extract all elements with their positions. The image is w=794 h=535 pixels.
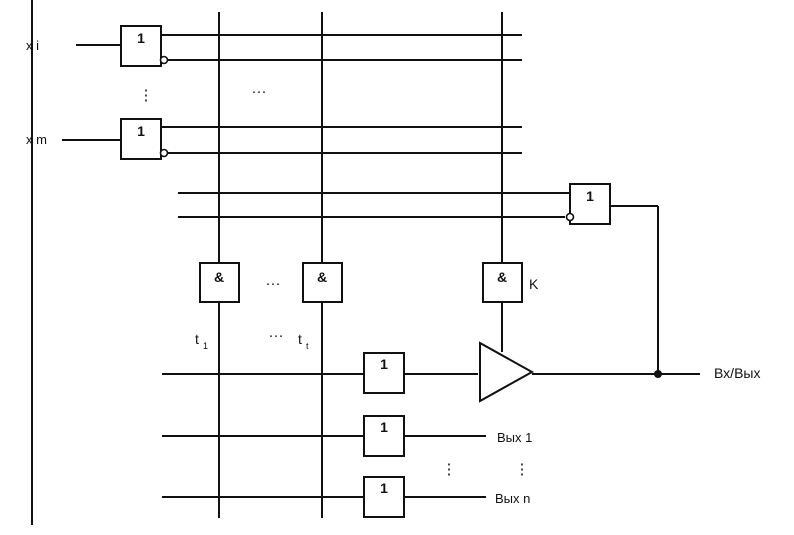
bidir-label: Вх/Вых — [714, 365, 760, 381]
input-m-buffer-gate — [120, 118, 162, 160]
time-last-label: t — [298, 331, 302, 347]
input-1-inverter-bubble — [159, 55, 169, 65]
input-last-label: x m — [26, 132, 47, 147]
feedback-gate — [569, 183, 611, 225]
input-m-inverter-bubble — [159, 148, 169, 158]
time-last-subscript: t — [306, 341, 309, 351]
feedback-junction-dot — [654, 370, 662, 378]
bidir-row-ellipsis: ··· — [269, 365, 284, 382]
out-n-row-ellipsis: ··· — [269, 488, 284, 505]
bidir-row-gate-symbol: 1 — [380, 356, 388, 372]
and-gate-tt-symbol: & — [317, 269, 327, 285]
input-1-gate-symbol: 1 — [137, 30, 145, 46]
and-gate-k-symbol: & — [497, 269, 507, 285]
out-n-gate — [363, 476, 405, 518]
and-gate-tt — [302, 262, 343, 303]
k-label: K — [529, 276, 539, 292]
out-n-gate-symbol: 1 — [380, 480, 388, 496]
time-first-label: t — [195, 331, 199, 347]
bus-horizontal-ellipsis: ··· — [252, 83, 267, 100]
tristate-buffer-triangle — [479, 341, 535, 403]
outputs-vertical-ellipsis-right: ⋮ — [515, 461, 530, 478]
and-gates-ellipsis: ··· — [266, 275, 281, 292]
outputs-vertical-ellipsis-left: ⋮ — [442, 461, 457, 478]
input-first-label: x i — [26, 38, 39, 53]
time-labels-ellipsis: ··· — [269, 327, 284, 344]
bidir-row-gate — [363, 352, 405, 394]
input-m-gate-symbol: 1 — [137, 123, 145, 139]
out-1-gate — [363, 415, 405, 457]
and-gate-t1-symbol: & — [214, 269, 224, 285]
input-1-buffer-gate — [120, 25, 162, 67]
time-first-subscript: 1 — [203, 341, 208, 351]
feedback-gate-input-bubble — [565, 212, 575, 222]
out-1-gate-symbol: 1 — [380, 419, 388, 435]
and-gate-t1 — [199, 262, 240, 303]
inputs-vertical-ellipsis: ⋮ — [139, 87, 154, 104]
out-1-row-ellipsis: ··· — [269, 427, 284, 444]
feedback-gate-symbol: 1 — [586, 188, 594, 204]
out-last-label: Вых n — [495, 491, 530, 506]
out-first-label: Вых 1 — [497, 430, 532, 445]
and-gate-k — [482, 262, 523, 303]
